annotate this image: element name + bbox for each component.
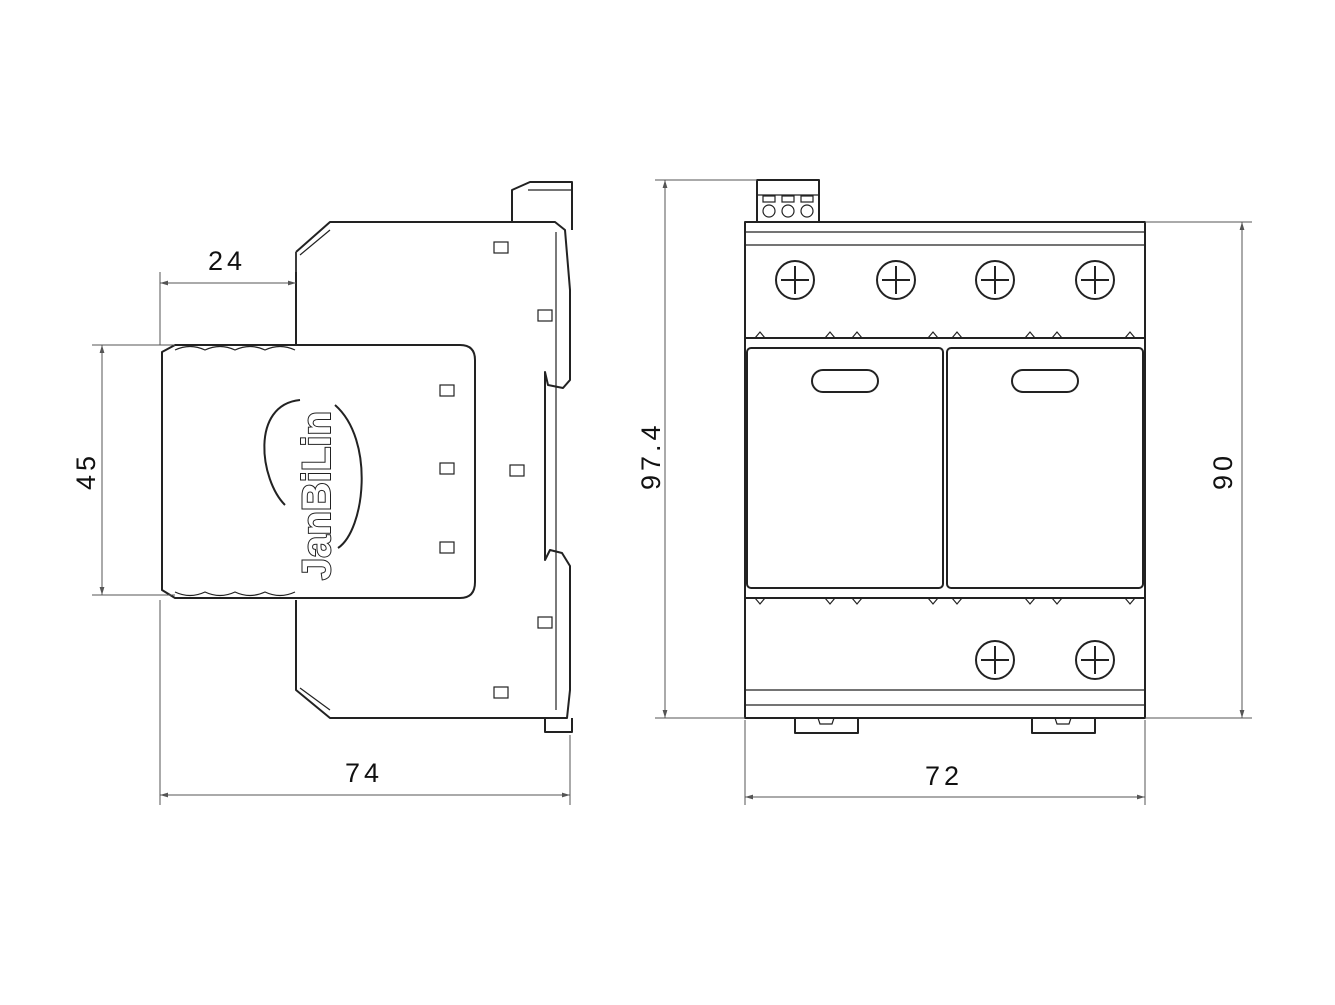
dim-72: 72 bbox=[925, 761, 963, 791]
dim-90: 90 bbox=[1208, 452, 1238, 490]
screw-icon bbox=[775, 260, 815, 300]
grip-top bbox=[174, 345, 296, 351]
din-clip-top bbox=[511, 181, 573, 230]
module-right bbox=[946, 347, 1144, 589]
status-window-right bbox=[1011, 369, 1079, 393]
dim-45: 45 bbox=[71, 452, 101, 490]
grip-bottom bbox=[174, 591, 296, 597]
screw-icon bbox=[876, 260, 916, 300]
side-slots bbox=[439, 241, 553, 699]
module-left bbox=[746, 347, 944, 589]
bevel-bottom bbox=[299, 687, 331, 711]
screw-icon bbox=[1075, 640, 1115, 680]
top-screws bbox=[775, 260, 1115, 300]
side-module-outline bbox=[161, 344, 476, 599]
screw-icon bbox=[975, 640, 1015, 680]
bottom-screws bbox=[975, 640, 1115, 680]
front-body-outline bbox=[744, 221, 1146, 719]
front-view bbox=[744, 179, 1146, 734]
latch-marks-top bbox=[754, 331, 1136, 339]
front-dimensions: 97.4 90 72 bbox=[636, 179, 1252, 805]
dim-74: 74 bbox=[345, 758, 383, 788]
dim-97-4: 97.4 bbox=[636, 421, 666, 490]
brand-logo: JanBiLin bbox=[295, 411, 339, 580]
logo-swoosh-right bbox=[334, 404, 363, 549]
bevel-top bbox=[299, 229, 331, 256]
side-dimensions: 24 45 74 bbox=[71, 246, 571, 805]
logo-swoosh-left bbox=[263, 399, 301, 506]
screw-icon bbox=[1075, 260, 1115, 300]
signal-terminal bbox=[756, 179, 820, 223]
din-clips-front bbox=[794, 717, 1096, 734]
dim-24: 24 bbox=[208, 246, 246, 276]
side-view: JanBiLin bbox=[161, 181, 573, 733]
status-window-left bbox=[811, 369, 879, 393]
din-clip-bottom bbox=[544, 718, 573, 733]
screw-icon bbox=[975, 260, 1015, 300]
latch-marks-bottom bbox=[754, 597, 1136, 605]
